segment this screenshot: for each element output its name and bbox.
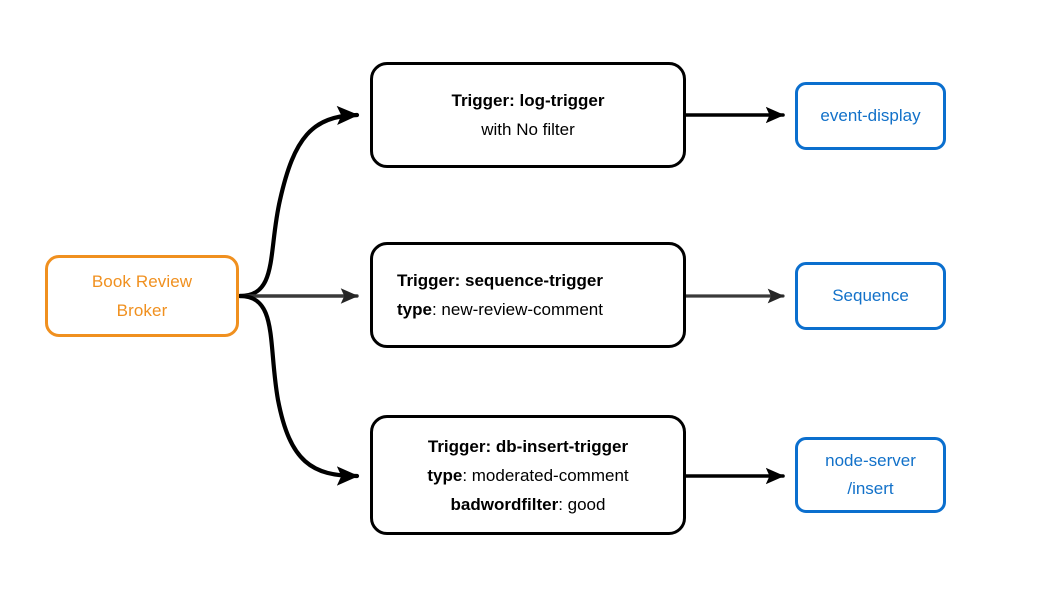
sequence-trigger-lines: Trigger: sequence-trigger type: new-revi… <box>373 266 683 324</box>
db-insert-trigger-lines: Trigger: db-insert-trigger type: moderat… <box>373 432 683 519</box>
edge-broker-to-log-trigger <box>237 105 360 299</box>
edge-broker-to-db-insert-trigger <box>237 293 360 486</box>
node-node-server-insert[interactable]: node-server /insert <box>795 437 946 513</box>
node-book-review-broker[interactable]: Book Review Broker <box>45 255 239 337</box>
log-trigger-lines: Trigger: log-trigger with No filter <box>373 86 683 144</box>
sequence-trigger-line-1: Trigger: sequence-trigger <box>397 271 603 290</box>
db-insert-trigger-line-1: Trigger: db-insert-trigger <box>427 436 629 456</box>
sequence-trigger-line-2: type: new-review-comment <box>397 300 603 319</box>
broker-label-line-2: Broker <box>116 301 168 320</box>
node-db-insert-trigger[interactable]: Trigger: db-insert-trigger type: moderat… <box>370 415 686 535</box>
node-sequence[interactable]: Sequence <box>795 262 946 330</box>
db-insert-trigger-line-3: badwordfilter: good <box>450 494 606 514</box>
node-log-trigger[interactable]: Trigger: log-trigger with No filter <box>370 62 686 168</box>
log-trigger-line-2: with No filter <box>481 120 575 139</box>
log-trigger-line-1: Trigger: log-trigger <box>451 91 605 110</box>
node-server-label-line-2: /insert <box>847 479 894 498</box>
sequence-label: Sequence <box>832 286 909 305</box>
node-sequence-trigger[interactable]: Trigger: sequence-trigger type: new-revi… <box>370 242 686 348</box>
node-server-label-line-1: node-server <box>825 451 916 470</box>
node-event-display[interactable]: event-display <box>795 82 946 150</box>
db-insert-trigger-line-2: type: moderated-comment <box>427 465 629 485</box>
event-display-label: event-display <box>820 106 921 125</box>
broker-label-line-1: Book Review <box>91 272 193 291</box>
